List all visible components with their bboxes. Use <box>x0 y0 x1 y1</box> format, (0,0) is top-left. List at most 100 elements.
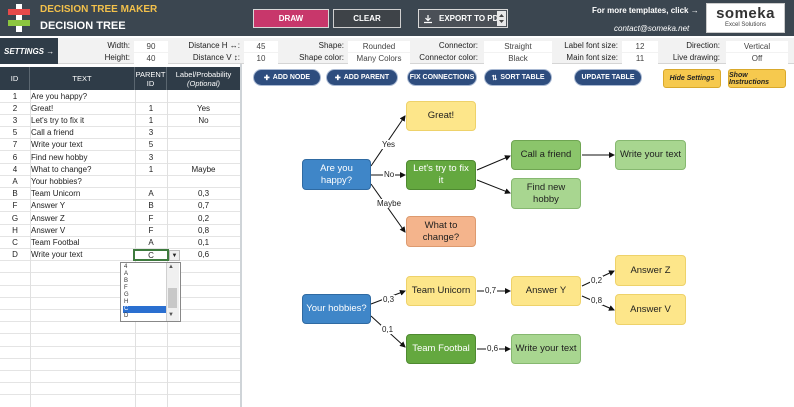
more-templates-link[interactable]: For more templates, click → <box>592 6 699 15</box>
cell-text[interactable]: Team Footbal <box>31 237 80 247</box>
cell-id[interactable]: 1 <box>12 91 18 101</box>
connector-field[interactable]: Straight <box>484 41 552 52</box>
cell-id[interactable]: 7 <box>12 140 18 150</box>
scroll-down-icon[interactable]: ▼ <box>168 312 174 318</box>
cell-label[interactable]: 0,8 <box>197 225 210 235</box>
tree-node-a[interactable]: Your hobbies? <box>302 294 371 324</box>
cell-id[interactable]: 5 <box>12 128 18 138</box>
table-row[interactable]: C Team Footbal A 0,1 <box>0 237 240 250</box>
table-row[interactable]: 7 Write your text 5 <box>0 139 240 152</box>
cell-parent[interactable]: 3 <box>148 152 154 162</box>
hide-settings-button[interactable]: Hide Settings <box>663 69 721 88</box>
cell-text[interactable]: Find new hobby <box>31 152 88 162</box>
dropdown-option[interactable]: G <box>124 292 129 298</box>
table-row[interactable] <box>0 359 240 372</box>
cell-parent[interactable]: 5 <box>148 140 154 150</box>
cell-parent[interactable]: A <box>148 237 154 247</box>
cell-label[interactable]: 0,2 <box>197 213 210 223</box>
cell-label[interactable]: 0,1 <box>197 237 210 247</box>
shape-color-field[interactable]: Many Colors <box>348 53 410 64</box>
table-row[interactable] <box>0 383 240 396</box>
cell-parent[interactable]: A <box>148 189 154 199</box>
cell-parent[interactable]: F <box>148 225 154 235</box>
cell-text[interactable]: Are you happy? <box>31 91 88 101</box>
cell-parent[interactable]: 3 <box>148 128 154 138</box>
cell-text[interactable]: Write your text <box>31 140 83 150</box>
table-row[interactable]: 5 Call a friend 3 <box>0 127 240 140</box>
clear-button[interactable]: CLEAR <box>333 9 401 28</box>
tree-node-g[interactable]: Answer Z <box>615 255 686 286</box>
tree-node-4[interactable]: What to change? <box>406 216 476 247</box>
table-row[interactable]: 3 Let's try to fix it 1 No <box>0 115 240 128</box>
cell-id[interactable]: C <box>12 237 18 247</box>
cell-id[interactable]: B <box>12 189 18 199</box>
cell-id[interactable]: D <box>12 250 18 260</box>
cell-text[interactable]: Answer Y <box>31 201 66 211</box>
tree-node-c[interactable]: Team Footbal <box>406 334 476 364</box>
table-row[interactable] <box>0 371 240 384</box>
table-row[interactable]: A Your hobbies? <box>0 176 240 189</box>
cell-id[interactable]: 3 <box>12 115 18 125</box>
cell-parent[interactable]: 1 <box>148 115 154 125</box>
dropdown-option[interactable]: C <box>123 306 169 313</box>
parent-id-dropdown-cell[interactable]: C <box>133 249 169 261</box>
cell-id[interactable]: A <box>12 176 18 186</box>
dropdown-arrow-icon[interactable]: ▼ <box>169 250 180 261</box>
dropdown-scroll-thumb[interactable] <box>168 288 177 308</box>
cell-label[interactable]: 0,7 <box>197 201 210 211</box>
tree-node-3[interactable]: Let's try to fix it <box>406 160 476 190</box>
cell-label[interactable]: No <box>198 115 209 125</box>
dropdown-option[interactable]: F <box>124 285 128 291</box>
cell-label[interactable]: Maybe <box>191 164 216 174</box>
tree-node-d[interactable]: Write your text <box>511 334 581 364</box>
cell-text[interactable]: Let's try to fix it <box>31 115 85 125</box>
table-row[interactable] <box>0 335 240 347</box>
cell-parent[interactable]: F <box>148 213 154 223</box>
distance-h-field[interactable]: 45 <box>244 41 278 52</box>
table-row[interactable] <box>0 322 240 335</box>
cell-text[interactable]: Answer V <box>31 225 66 235</box>
width-field[interactable]: 90 <box>134 41 168 52</box>
dropdown-option[interactable]: D <box>124 313 129 319</box>
show-instructions-button[interactable]: Show Instructions <box>728 69 786 88</box>
main-font-size-field[interactable]: 11 <box>622 53 658 64</box>
cell-parent[interactable]: 1 <box>148 103 154 113</box>
cell-id[interactable]: H <box>12 225 18 235</box>
direction-field[interactable]: Vertical <box>726 41 788 52</box>
table-row[interactable]: 1 Are you happy? <box>0 91 240 103</box>
cell-text[interactable]: Write your text <box>31 250 83 260</box>
dropdown-option[interactable]: H <box>124 299 129 305</box>
table-row[interactable] <box>0 347 240 359</box>
add-node-button[interactable]: ✚ADD NODE <box>253 69 321 86</box>
cell-text[interactable]: Call a friend <box>31 128 74 138</box>
cell-text[interactable]: Your hobbies? <box>31 176 82 186</box>
add-parent-button[interactable]: ✚ADD PARENT <box>326 69 398 86</box>
scroll-up-icon[interactable]: ▲ <box>168 264 174 270</box>
dropdown-option[interactable]: A <box>124 271 129 277</box>
tree-node-h[interactable]: Answer V <box>615 294 686 325</box>
cell-text[interactable]: Answer Z <box>31 213 65 223</box>
table-row[interactable]: H Answer V F 0,8 <box>0 225 240 237</box>
label-font-size-field[interactable]: 12 <box>622 41 658 52</box>
tree-node-2[interactable]: Great! <box>406 101 476 131</box>
brand-logo[interactable]: someka Excel Solutions <box>706 3 785 33</box>
tree-node-b[interactable]: Team Unicorn <box>406 276 476 306</box>
cell-label[interactable]: 0,6 <box>197 250 210 260</box>
cell-id[interactable]: 6 <box>12 152 18 162</box>
tree-node-5[interactable]: Call a friend <box>511 140 581 170</box>
update-table-button[interactable]: UPDATE TABLE <box>574 69 642 86</box>
cell-label[interactable]: 0,3 <box>197 189 210 199</box>
contact-email[interactable]: contact@someka.net <box>614 24 690 33</box>
dropdown-option[interactable]: 4 <box>124 264 128 270</box>
dropdown-option[interactable]: B <box>124 278 129 284</box>
tree-node-7[interactable]: Write your text <box>615 140 686 170</box>
height-field[interactable]: 40 <box>134 53 168 64</box>
draw-button[interactable]: DRAW <box>253 9 329 28</box>
cell-id[interactable]: 4 <box>12 164 18 174</box>
cell-id[interactable]: F <box>12 201 18 211</box>
live-drawing-field[interactable]: Off <box>726 53 788 64</box>
